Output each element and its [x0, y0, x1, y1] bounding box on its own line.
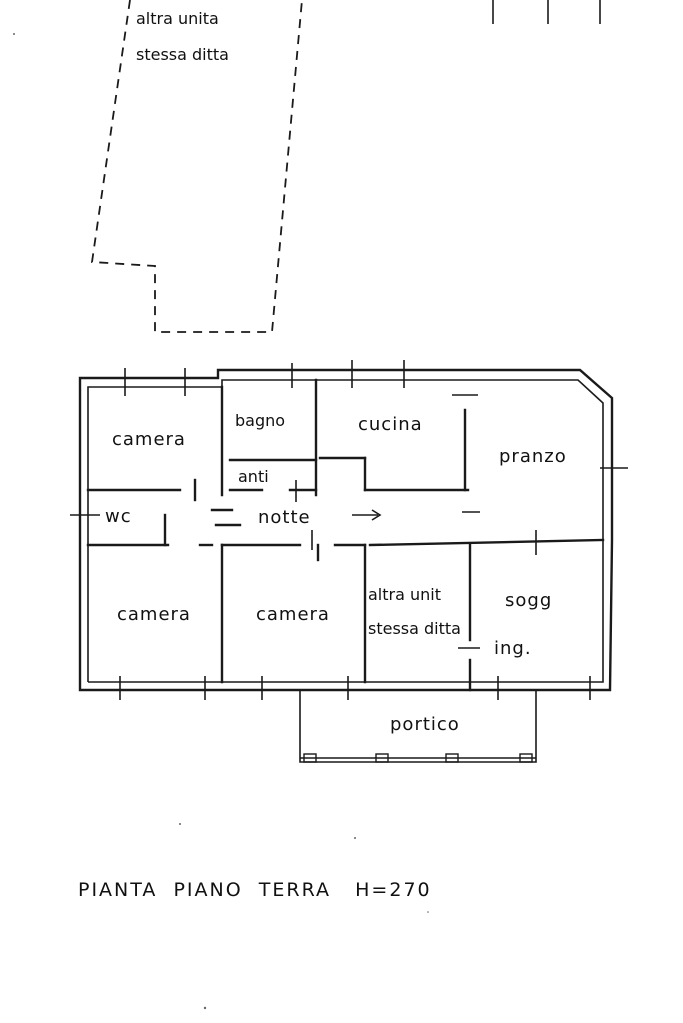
window-marks	[70, 360, 628, 700]
room-label-camera-top-left: camera	[112, 429, 186, 450]
room-label-cucina: cucina	[358, 414, 423, 435]
upper-unit-label-line2: stessa ditta	[136, 45, 229, 64]
room-label-bagno: bagno	[235, 411, 285, 430]
room-label-other-unit-line1: altra unit	[368, 585, 441, 604]
room-label-camera-bottom-left: camera	[117, 604, 191, 625]
room-label-other-unit-line2: stessa ditta	[368, 619, 461, 638]
room-label-camera-bottom-mid: camera	[256, 604, 330, 625]
room-label-notte: notte	[258, 507, 311, 528]
room-label-portico: portico	[390, 714, 460, 735]
room-label-sogg: sogg	[505, 590, 552, 611]
upper-unit-label-line1: altra unita	[136, 9, 219, 28]
upper-unit-outline	[90, 0, 601, 333]
scan-specks	[13, 33, 429, 1010]
room-label-pranzo: pranzo	[499, 446, 567, 467]
interior-walls	[86, 378, 605, 692]
room-label-wc: wc	[105, 506, 132, 527]
plan-caption: PIANTA PIANO TERRA H=270	[78, 879, 432, 901]
arrow-icon	[352, 509, 382, 521]
room-label-ing: ing.	[494, 638, 532, 659]
room-label-anti: anti	[238, 467, 269, 486]
portico-outline	[299, 690, 537, 763]
outer-walls	[78, 368, 614, 692]
